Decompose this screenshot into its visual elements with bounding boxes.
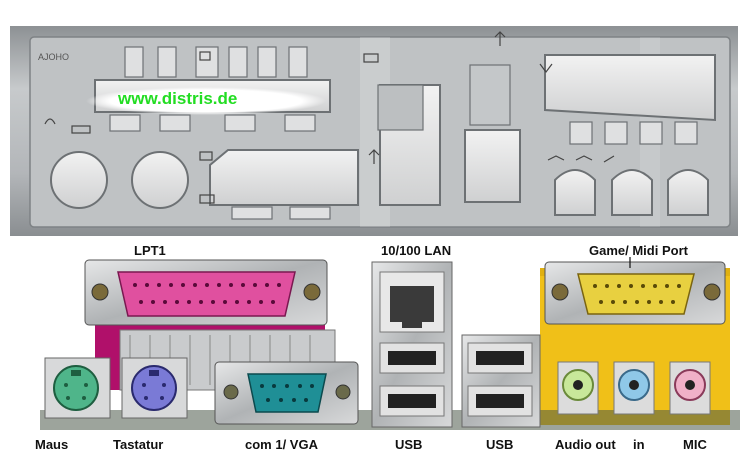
label-game-midi: Game/ Midi Port <box>589 243 688 258</box>
watermark-glow <box>86 87 326 115</box>
usb-stack <box>461 334 541 428</box>
ps2-keyboard-port <box>121 357 188 419</box>
audio-out-jack <box>557 361 599 415</box>
label-com-vga: com 1/ VGA <box>245 437 318 452</box>
label-line-in: in <box>633 437 645 452</box>
label-audio-out: Audio out <box>555 437 616 452</box>
label-lan: 10/100 LAN <box>381 243 452 258</box>
label-usb-2: USB <box>486 437 514 452</box>
watermark-text: www.distris.de <box>118 89 238 108</box>
game-midi-port <box>544 261 726 325</box>
mic-jack <box>669 361 711 415</box>
lpt1-port <box>84 259 328 326</box>
label-mic: MIC <box>683 437 707 452</box>
io-shield-plate: AJOHO <box>10 26 738 236</box>
com-port <box>119 329 359 425</box>
lan-usb-stack <box>371 261 453 428</box>
label-tastatur: Tastatur <box>113 437 164 452</box>
line-in-jack <box>613 361 655 415</box>
label-usb-1: USB <box>395 437 423 452</box>
ps2-mouse-port <box>44 357 111 419</box>
connector-area <box>40 257 740 430</box>
label-lpt1: LPT1 <box>134 243 166 258</box>
label-maus: Maus <box>35 437 69 452</box>
plate-stamp: AJOHO <box>38 52 69 62</box>
plate-symbols-icon <box>44 31 615 204</box>
